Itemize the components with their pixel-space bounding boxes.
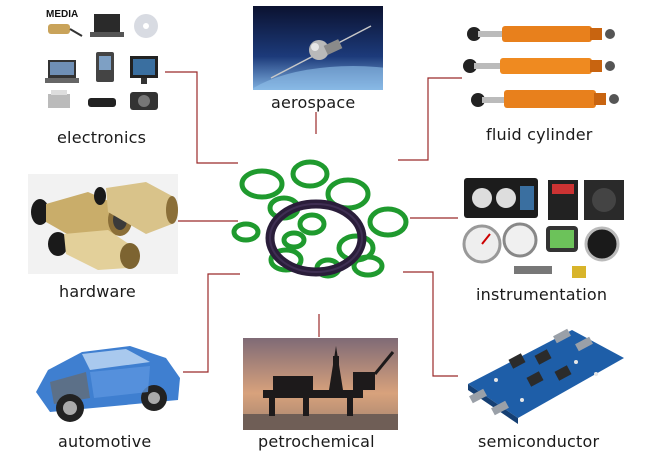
- label-instrumentation: instrumentation: [476, 285, 608, 304]
- car-icon: [36, 346, 180, 422]
- satellite-icon: [253, 6, 383, 90]
- label-automotive: automotive: [58, 432, 152, 451]
- aerospace-image: [253, 6, 383, 90]
- oil-platform-icon: [243, 338, 398, 430]
- electronics-image: MEDIA: [42, 6, 167, 118]
- fluid-cylinder-image: [460, 18, 625, 118]
- gauges-icon: [462, 178, 624, 278]
- label-semiconductor: semiconductor: [478, 432, 600, 451]
- hardware-image: [28, 174, 178, 274]
- electronics-devices-icon: MEDIA: [45, 9, 158, 110]
- label-fluid-cylinder: fluid cylinder: [486, 125, 593, 144]
- circuit-board-icon: [468, 328, 624, 424]
- label-electronics: electronics: [57, 128, 147, 147]
- label-hardware: hardware: [59, 282, 136, 301]
- label-petrochemical: petrochemical: [258, 432, 375, 451]
- automotive-image: [30, 322, 185, 428]
- petrochemical-image: [243, 338, 398, 430]
- instrumentation-image: [460, 174, 632, 282]
- o-ring-icon: [231, 159, 409, 279]
- o-rings-image: [228, 150, 413, 290]
- hydraulic-cylinder-icon: [463, 26, 619, 108]
- label-aerospace: aerospace: [271, 93, 356, 112]
- faucet-hardware-icon: [28, 174, 178, 274]
- media-badge: MEDIA: [46, 9, 78, 20]
- semiconductor-image: [456, 322, 634, 428]
